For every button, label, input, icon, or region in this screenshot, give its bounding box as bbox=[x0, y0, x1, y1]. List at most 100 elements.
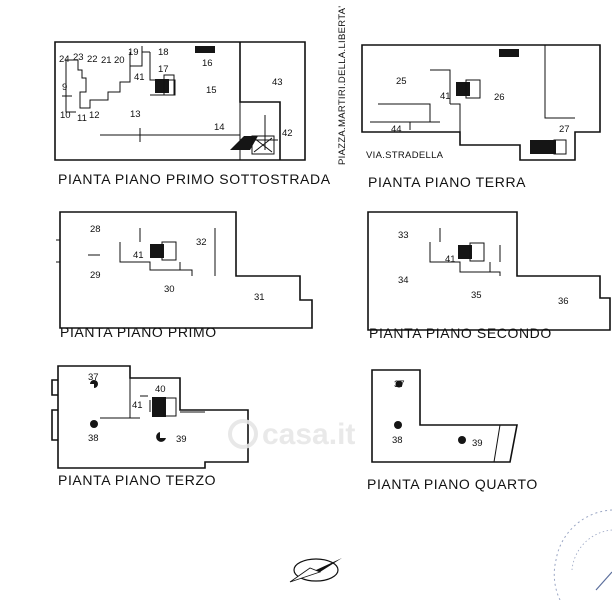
room-label: 43 bbox=[272, 77, 283, 88]
watermark-text: casa.it bbox=[262, 418, 355, 451]
plan-outline bbox=[367, 211, 611, 331]
room-label: 41 bbox=[133, 250, 144, 261]
column-marker bbox=[458, 436, 466, 444]
room-label: 28 bbox=[90, 224, 101, 235]
room-label: 18 bbox=[158, 47, 169, 58]
stair-outline bbox=[465, 79, 481, 99]
room-label: 12 bbox=[89, 110, 100, 121]
room-label: 19 bbox=[128, 47, 139, 58]
room-label: 10 bbox=[60, 110, 71, 121]
room-label: 24 bbox=[59, 54, 70, 65]
plan-wall bbox=[378, 45, 575, 132]
stair-block bbox=[155, 79, 169, 93]
stair-outline bbox=[469, 242, 485, 262]
plan-wall-thick bbox=[51, 379, 58, 441]
plan-outline bbox=[361, 44, 601, 161]
stair-cross bbox=[253, 137, 273, 153]
room-label: 9 bbox=[62, 82, 67, 93]
stair-block bbox=[456, 82, 470, 96]
room-label: 38 bbox=[88, 433, 99, 444]
street-label-piazza: PIAZZA.MARTIRI.DELLA.LIBERTA' bbox=[337, 6, 348, 165]
room-label: 22 bbox=[87, 54, 98, 65]
plan-terra: 25 41 26 44 27 PIANTA PIANO TERRA bbox=[361, 44, 601, 190]
room-label: 21 bbox=[101, 55, 112, 66]
column-marker bbox=[90, 380, 98, 388]
stair-block bbox=[150, 244, 164, 258]
room-label: 33 bbox=[398, 230, 409, 241]
room-label: 38 bbox=[392, 435, 403, 446]
plan-wall bbox=[239, 42, 281, 160]
room-label: 26 bbox=[494, 92, 505, 103]
plan-secondo: 33 41 34 35 36 PIANTA PIANO SECONDO bbox=[367, 211, 611, 341]
column-marker bbox=[394, 421, 402, 429]
plan-outline bbox=[371, 369, 518, 463]
stair-outline bbox=[553, 139, 567, 155]
stair-outline bbox=[251, 135, 275, 155]
plan-outline bbox=[57, 365, 249, 469]
column-marker bbox=[90, 420, 98, 428]
room-label: 36 bbox=[558, 296, 569, 307]
plan-title: PIANTA PIANO TERZO bbox=[58, 472, 216, 488]
plan-terzo: 37 40 41 38 39 PIANTA PIANO TERZO bbox=[51, 365, 249, 488]
room-label: 13 bbox=[130, 109, 141, 120]
plan-wall bbox=[100, 378, 205, 419]
plan-wall bbox=[493, 424, 501, 463]
room-label: 27 bbox=[559, 124, 570, 135]
stair-outline bbox=[163, 397, 177, 417]
plan-primo: 28 32 41 29 30 31 PIANTA PIANO PRIMO bbox=[56, 211, 313, 340]
room-label: 35 bbox=[471, 290, 482, 301]
room-label: 17 bbox=[158, 64, 169, 75]
room-label: 25 bbox=[396, 76, 407, 87]
room-label: 15 bbox=[206, 85, 217, 96]
plan-wall bbox=[370, 121, 440, 130]
stair-outline bbox=[163, 74, 175, 96]
stair-outline bbox=[161, 241, 177, 261]
stair-block bbox=[152, 397, 166, 417]
room-label: 14 bbox=[214, 122, 225, 133]
plan-title: PIANTA PIANO SECONDO bbox=[369, 325, 552, 341]
column-marker bbox=[156, 432, 166, 442]
stair-block bbox=[458, 245, 472, 259]
room-label: 37 bbox=[88, 372, 99, 383]
room-label: 41 bbox=[134, 72, 145, 83]
plan-quarto: 37 38 39 PIANTA PIANO QUARTO bbox=[367, 369, 538, 492]
stamp-fragment bbox=[553, 509, 612, 600]
watermark-logo-icon bbox=[228, 419, 258, 449]
column-marker bbox=[395, 380, 403, 388]
plan-outline bbox=[59, 211, 313, 329]
room-label: 34 bbox=[398, 275, 409, 286]
dark-block bbox=[195, 46, 215, 53]
north-arrow-icon bbox=[289, 558, 342, 583]
room-label: 41 bbox=[445, 254, 456, 265]
plan-wall bbox=[429, 228, 501, 276]
room-label: 23 bbox=[73, 52, 84, 63]
plan-primo-sottostrada: 24 23 22 21 20 19 18 17 16 9 41 15 43 10… bbox=[54, 41, 331, 187]
watermark: casa.it bbox=[228, 418, 355, 451]
room-label: 41 bbox=[132, 400, 143, 411]
room-label: 29 bbox=[90, 270, 101, 281]
plan-outline bbox=[54, 41, 306, 161]
room-label: 31 bbox=[254, 292, 265, 303]
room-label: 40 bbox=[155, 384, 166, 395]
plan-wall bbox=[72, 51, 150, 109]
stair-block bbox=[530, 140, 556, 154]
plan-title: PIANTA PIANO QUARTO bbox=[367, 476, 538, 492]
room-label: 41 bbox=[440, 91, 451, 102]
room-label: 11 bbox=[77, 113, 87, 124]
plan-title: PIANTA PIANO TERRA bbox=[368, 174, 526, 190]
room-label: 42 bbox=[282, 128, 293, 139]
room-label: 32 bbox=[196, 237, 207, 248]
room-label: 44 bbox=[391, 124, 402, 135]
plan-title: PIANTA PIANO PRIMO SOTTOSTRADA bbox=[58, 171, 331, 187]
plan-wall bbox=[139, 228, 216, 276]
room-label: 30 bbox=[164, 284, 175, 295]
plan-wall bbox=[56, 239, 193, 276]
plan-title: PIANTA PIANO PRIMO bbox=[60, 324, 217, 340]
room-label: 37 bbox=[394, 379, 405, 390]
plan-wall bbox=[100, 115, 278, 150]
stair-block bbox=[230, 136, 258, 150]
room-label: 20 bbox=[114, 55, 125, 66]
plan-wall bbox=[62, 59, 76, 113]
street-label-stradella: VIA.STRADELLA bbox=[366, 150, 444, 161]
